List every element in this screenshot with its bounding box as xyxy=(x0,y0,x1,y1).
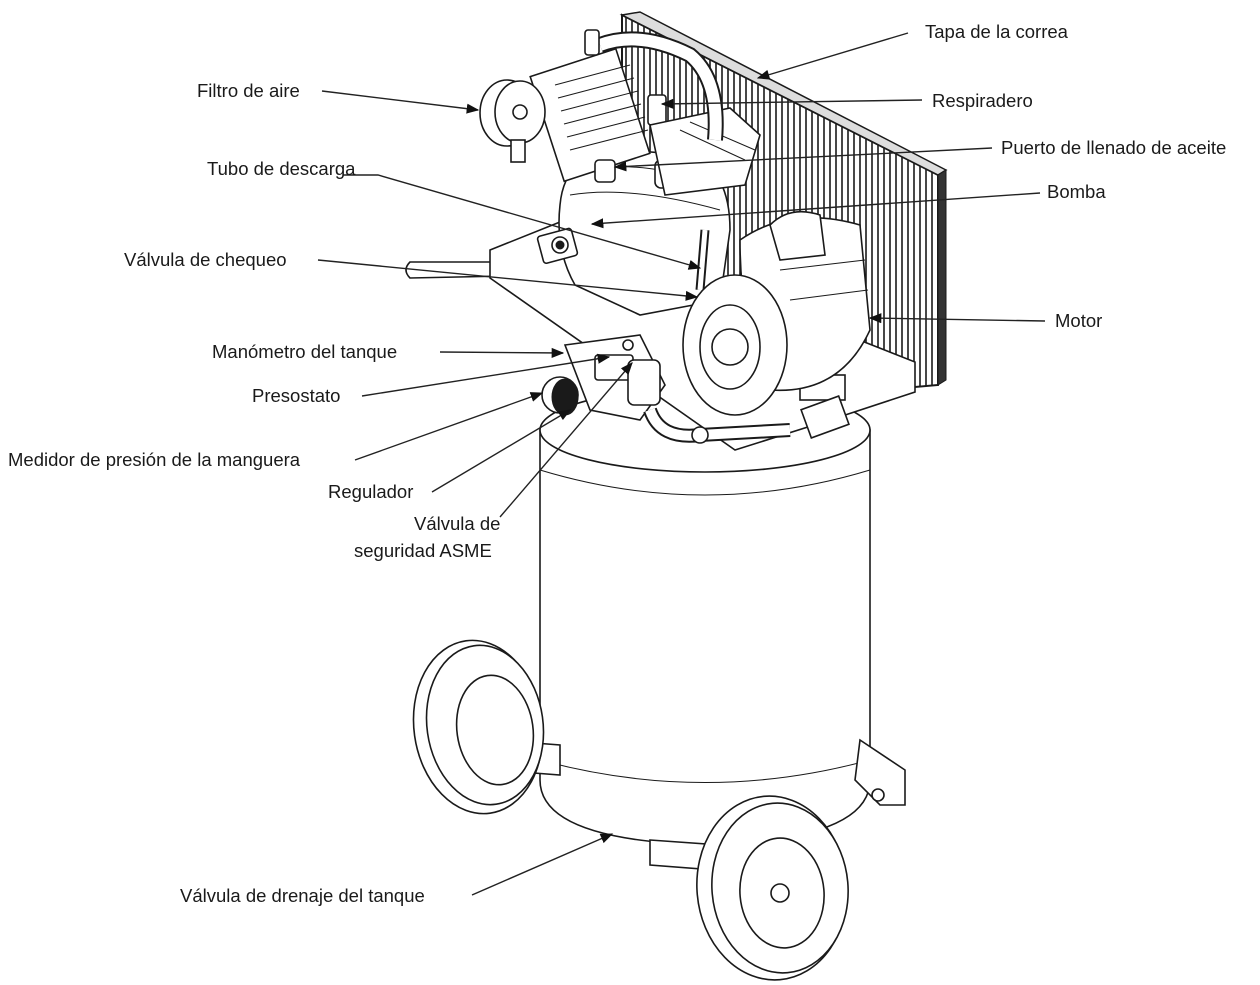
leader-tank-gauge xyxy=(439,347,565,358)
discharge-tube xyxy=(584,29,724,291)
leader-discharge-tube xyxy=(343,174,702,270)
label-motor: Motor xyxy=(1055,310,1102,331)
motor xyxy=(682,210,871,416)
label-pressure-switch: Presostato xyxy=(252,385,340,406)
bearing xyxy=(536,227,579,265)
label-belt-cover: Tapa de la correa xyxy=(925,21,1069,42)
leader-belt-cover xyxy=(756,32,909,80)
control-cluster xyxy=(541,334,791,444)
label-breather: Respiradero xyxy=(932,90,1033,111)
leader-breather xyxy=(660,98,923,109)
label-drain-valve: Válvula de drenaje del tanque xyxy=(180,885,425,906)
leader-safety-valve xyxy=(499,362,633,518)
leader-lines xyxy=(317,32,1046,896)
label-discharge-tube: Tubo de descarga xyxy=(207,158,356,179)
leader-motor xyxy=(868,313,1046,324)
leader-drain-valve xyxy=(471,833,614,896)
leader-hose-gauge xyxy=(354,392,544,461)
pump-head xyxy=(529,47,761,316)
leader-oil-fill xyxy=(613,147,993,172)
label-hose-gauge: Medidor de presión de la manguera xyxy=(8,449,301,470)
label-safety-valve-line2: seguridad ASME xyxy=(354,540,492,561)
labels: Tapa de la correa Filtro de aire Respira… xyxy=(8,21,1226,906)
label-oil-fill-port: Puerto de llenado de aceite xyxy=(1001,137,1226,158)
label-safety-valve-line1: Válvula de xyxy=(414,513,500,534)
left-wheel xyxy=(412,639,545,815)
leader-air-filter xyxy=(321,90,480,114)
label-pump: Bomba xyxy=(1047,181,1106,202)
tank xyxy=(539,387,871,846)
label-check-valve: Válvula de chequeo xyxy=(124,249,287,270)
air-filter xyxy=(479,79,546,163)
label-regulator: Regulador xyxy=(328,481,413,502)
label-tank-gauge: Manómetro del tanque xyxy=(212,341,397,362)
leader-pressure-switch xyxy=(361,353,611,397)
leader-regulator xyxy=(431,409,572,493)
leader-check-valve xyxy=(317,259,699,301)
right-wheel xyxy=(696,795,849,981)
leader-pump xyxy=(590,192,1041,229)
compressor-illustration xyxy=(405,11,948,981)
label-air-filter: Filtro de aire xyxy=(197,80,300,101)
